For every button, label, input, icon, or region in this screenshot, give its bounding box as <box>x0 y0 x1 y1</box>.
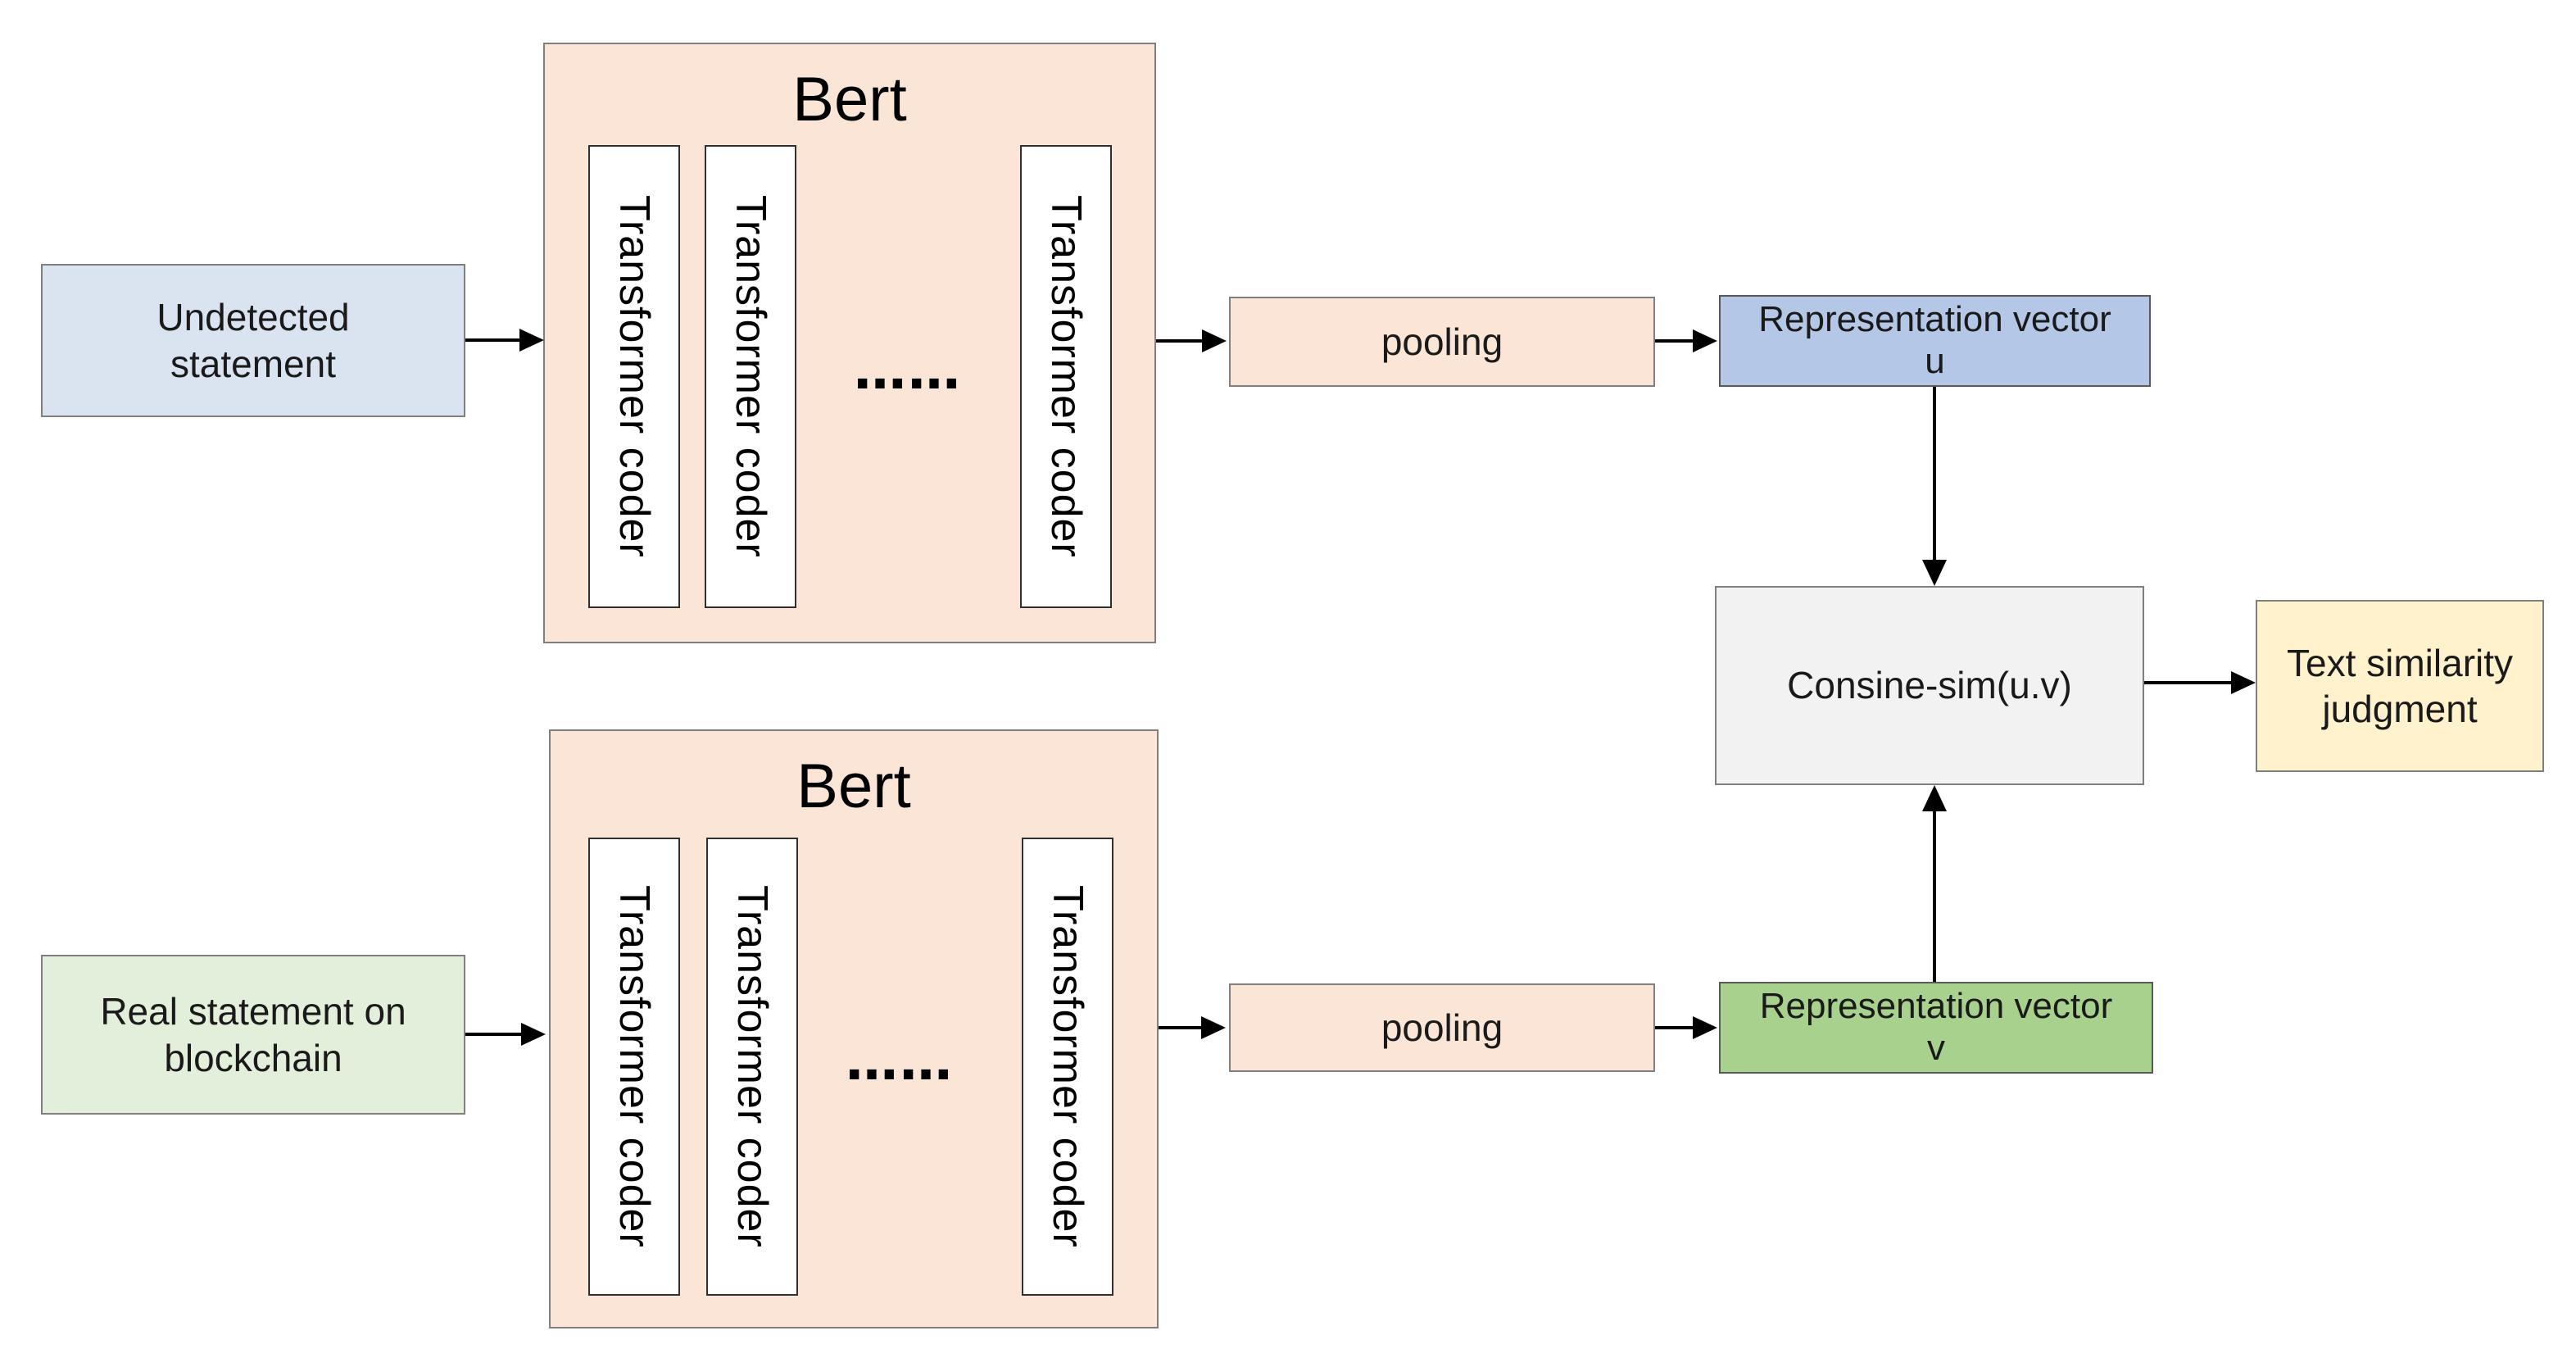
transformer-coder-box: Transformer coder <box>1022 838 1113 1296</box>
transformer-coder-label: Transformer coder <box>610 885 658 1248</box>
pooling-top-label: pooling <box>1381 320 1503 363</box>
real-statement-box: Real statement on blockchain <box>41 955 465 1115</box>
transformer-coder-box: Transformer coder <box>706 838 798 1296</box>
transformer-coder-box: Transformer coder <box>588 145 680 608</box>
cosine-sim-box: Consine-sim(u.v) <box>1715 586 2144 785</box>
pooling-top-box: pooling <box>1229 297 1655 387</box>
transformer-coder-label: Transformer coder <box>610 195 658 558</box>
pooling-bottom-box: pooling <box>1229 983 1655 1072</box>
representation-vector-u-box: Representation vector u <box>1719 295 2151 387</box>
bert-bottom-title: Bert <box>796 752 911 821</box>
undetected-statement-box: Undetected statement <box>41 264 465 417</box>
transformer-coder-box: Transformer coder <box>588 838 680 1296</box>
undetected-statement-label: Undetected statement <box>156 296 350 385</box>
ellipsis-dots: …… <box>846 1031 954 1092</box>
ellipsis-dots: …… <box>854 340 962 402</box>
text-similarity-judgment-label: Text similarity judgment <box>2286 641 2514 730</box>
real-statement-label: Real statement on blockchain <box>100 990 406 1079</box>
representation-vector-v-box: Representation vector v <box>1719 982 2153 1074</box>
cosine-sim-label: Consine-sim(u.v) <box>1787 664 2072 707</box>
transformer-coder-box: Transformer coder <box>1020 145 1112 608</box>
bert-top-title: Bert <box>792 65 907 134</box>
representation-vector-u-label: Representation vector u <box>1758 299 2111 381</box>
transformer-coder-label: Transformer coder <box>727 195 774 558</box>
transformer-coder-label: Transformer coder <box>1044 885 1091 1248</box>
transformer-coder-label: Transformer coder <box>728 885 776 1248</box>
text-similarity-judgment-box: Text similarity judgment <box>2256 600 2544 772</box>
pooling-bottom-label: pooling <box>1381 1006 1503 1049</box>
representation-vector-v-label: Representation vector v <box>1759 986 2113 1068</box>
transformer-coder-label: Transformer coder <box>1042 195 1090 558</box>
transformer-coder-box: Transformer coder <box>705 145 796 608</box>
